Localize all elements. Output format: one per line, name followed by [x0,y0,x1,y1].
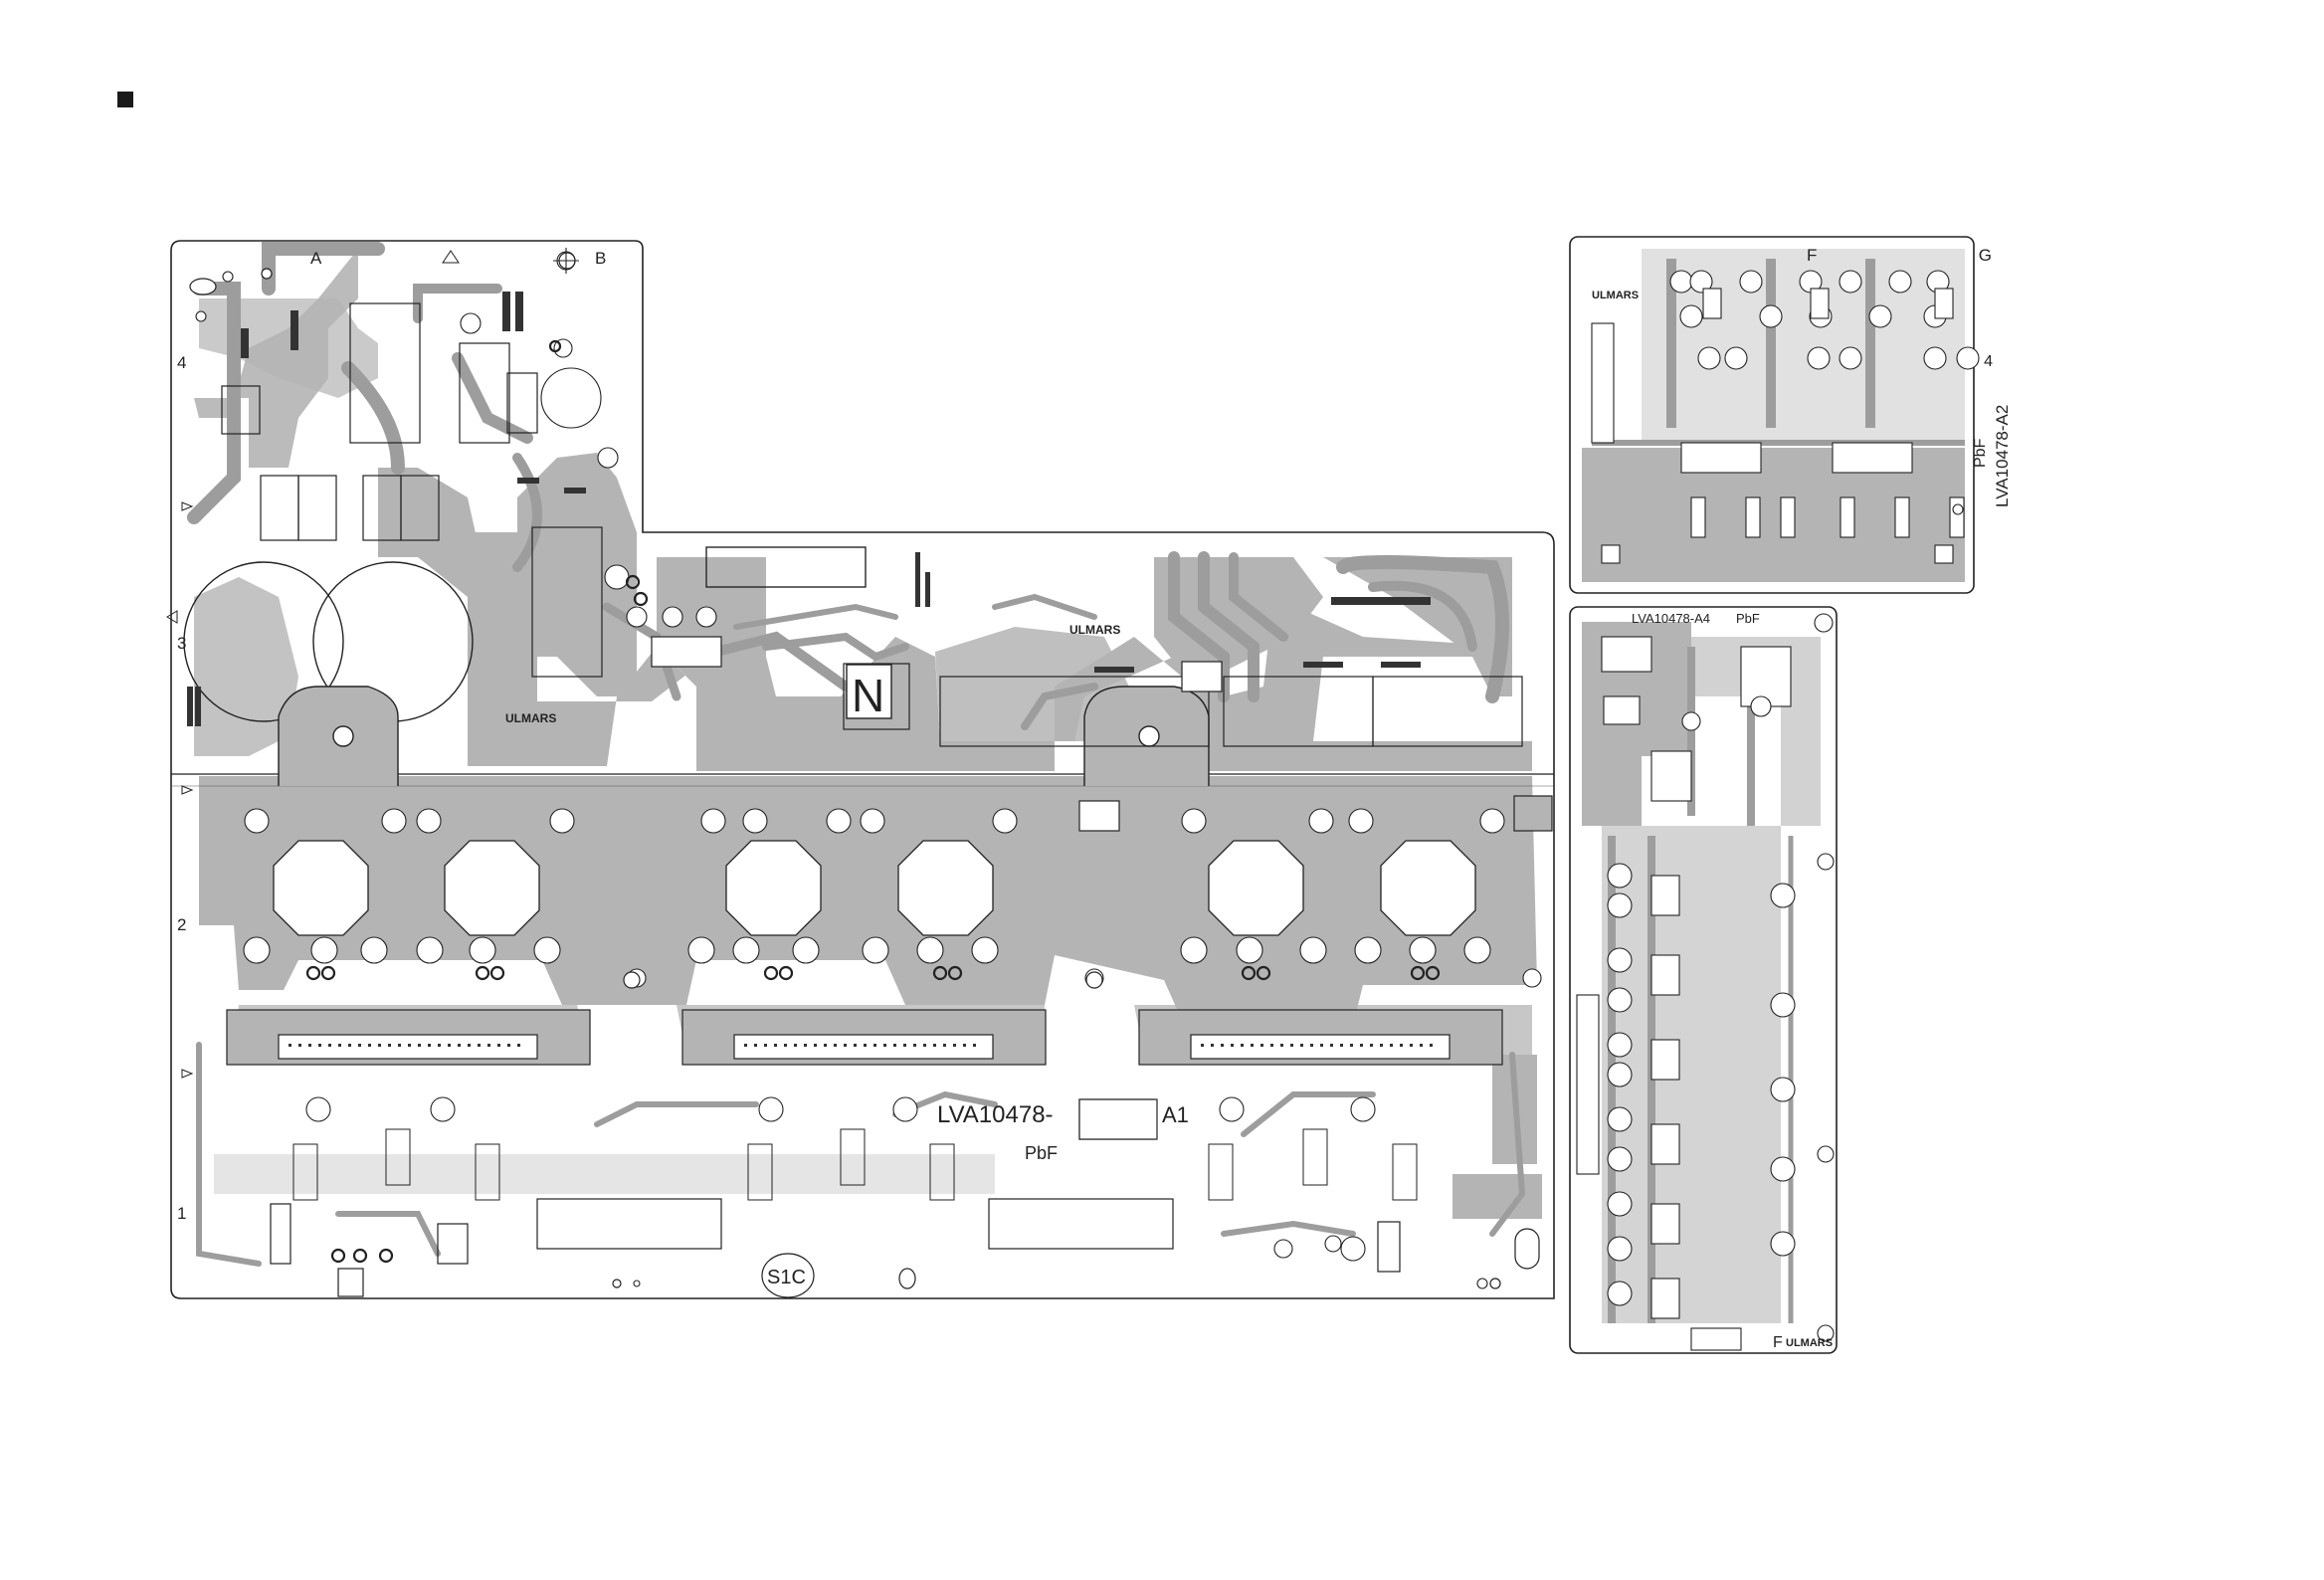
a4-part-number: LVA10478-A4 [1632,611,1710,626]
board-a4: LVA10478-A4 PbF F ULMARS [1570,607,1837,1353]
grid-letter-b: B [595,249,606,268]
stamp-label: S1C [767,1267,806,1288]
grid-number-4: 4 [177,353,186,372]
a4-grid-letter-f: F [1773,1334,1783,1351]
heatsink-bars [227,1010,1502,1065]
brand-mark-1: ULMARS [505,711,556,725]
grid-number-1: 1 [177,1204,186,1223]
marker-n-label: N [852,670,884,721]
a2-lead-free: PbF [1972,438,1989,468]
a4-brand-mark: ULMARS [1786,1337,1833,1349]
lead-free-label: PbF [1025,1143,1058,1163]
a2-grid-letter-g: G [1979,246,1992,265]
brand-mark-2: ULMARS [1069,623,1120,637]
grid-letter-a: A [310,249,322,268]
part-number-box [1079,1099,1157,1139]
grid-number-3: 3 [177,634,186,653]
part-number-label: LVA10478- [937,1101,1054,1128]
grid-number-2: 2 [177,915,186,934]
main-board: A B 4 3 2 1 N ULMARS ULMARS LVA10478- A1… [167,241,1554,1298]
board-a2: F G 4 ULMARS LVA10478-A2 PbF [1570,237,2012,593]
part-suffix-label: A1 [1162,1102,1189,1127]
a2-grid-number-4: 4 [1984,353,1993,370]
a2-grid-letter-f: F [1807,246,1817,265]
a2-brand-mark: ULMARS [1592,290,1639,301]
a2-part-number: LVA10478-A2 [1993,405,2012,507]
a4-lead-free: PbF [1736,611,1760,626]
